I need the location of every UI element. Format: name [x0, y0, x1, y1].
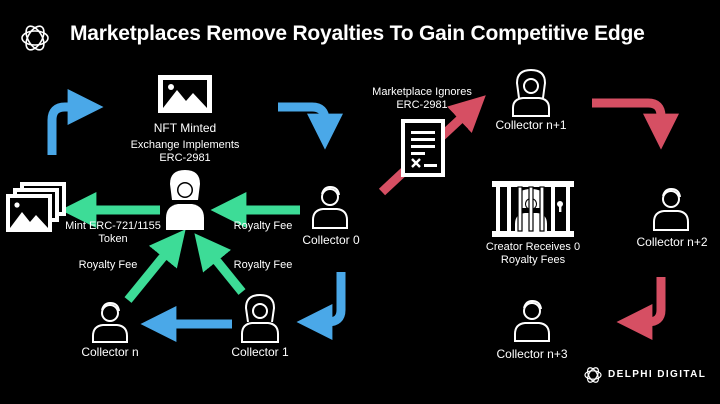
- collector-1-label: Collector 1: [231, 345, 289, 359]
- mint-token-label-line1: Mint ERC-721/1155: [65, 220, 161, 232]
- collector-n-icon: [92, 301, 128, 343]
- collector-n3-label: Collector n+3: [496, 347, 568, 361]
- marketplace-ignores-label-line2: ERC-2981: [396, 99, 448, 111]
- collector-n2-icon: [653, 187, 689, 231]
- collector-n3-icon: [514, 299, 550, 342]
- collector-n1-icon: [512, 68, 550, 117]
- royalty-fee-label: Royalty Fee: [78, 259, 138, 271]
- brand-name: DELPHI DIGITAL: [608, 369, 707, 380]
- exchange-implements-label: Exchange Implements: [130, 139, 240, 151]
- nft-image-icon: [158, 75, 212, 113]
- mint-token-label-line2: Token: [98, 233, 128, 245]
- arrow-red-down-right: [592, 98, 679, 150]
- keyhole-icon: [557, 201, 563, 212]
- collector-n2-label: Collector n+2: [636, 235, 708, 249]
- arrow-blue-up: [47, 89, 104, 155]
- nft-minted-label: NFT Minted: [153, 121, 217, 135]
- jailed-creator-icon: [492, 181, 574, 237]
- collector-n1-label: Collector n+1: [495, 118, 567, 132]
- royalty-fee-label: Royalty Fee: [233, 259, 293, 271]
- collector-0-label: Collector 0: [302, 233, 360, 247]
- collector-n-label: Collector n: [81, 345, 139, 359]
- token-images-icon: [6, 182, 66, 232]
- arrow-green-collector1-creator: [194, 233, 246, 295]
- delphi-logo-icon: [21, 25, 49, 51]
- arrow-blue-down-left: [296, 272, 346, 340]
- creator-receives-label-line2: Royalty Fees: [500, 254, 566, 266]
- arrow-blue-down-right: [278, 102, 343, 150]
- arrow-green-collectorn-creator: [124, 229, 186, 303]
- creator-receives-label-line1: Creator Receives 0: [485, 241, 581, 253]
- erc-2981-label: ERC-2981: [159, 152, 211, 164]
- collector-1-icon: [241, 293, 279, 343]
- document-icon: [401, 119, 445, 177]
- delphi-digital-logo-icon: [584, 367, 602, 383]
- creator-icon: [166, 170, 204, 230]
- arrow-red-down-left: [616, 277, 666, 340]
- collector-0-icon: [312, 185, 348, 229]
- diagram-title: Marketplaces Remove Royalties To Gain Co…: [70, 22, 645, 45]
- marketplace-ignores-label-line1: Marketplace Ignores: [372, 86, 472, 98]
- royalty-fee-label: Royalty Fee: [233, 220, 293, 232]
